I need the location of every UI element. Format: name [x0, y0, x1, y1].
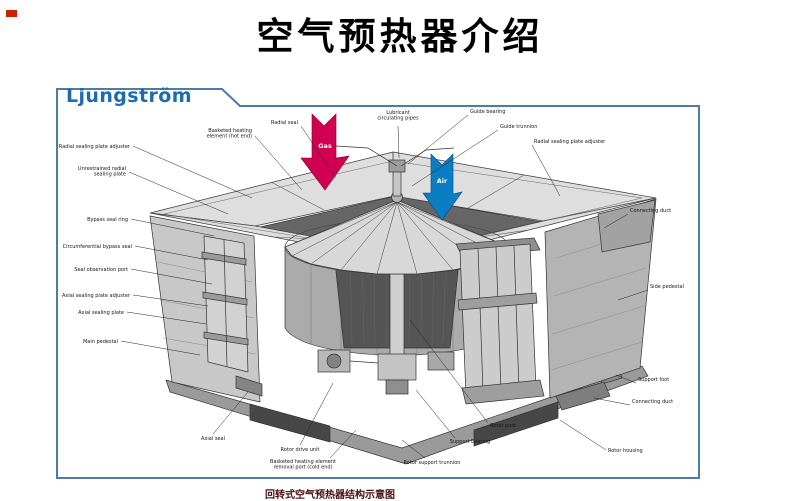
- page-title: 空气预热器介绍: [256, 15, 544, 58]
- leader-line: [401, 439, 426, 459]
- trunnion-box: [385, 379, 409, 395]
- leader-line: [615, 374, 637, 384]
- leader-line: [132, 294, 209, 307]
- leader-line: [397, 125, 400, 159]
- diagram-frame-border: [56, 88, 700, 479]
- spindle: [392, 169, 402, 197]
- part-label: Main pedestal: [83, 339, 118, 345]
- leader-line: [300, 125, 337, 179]
- part-labels-layer: Radial sealing plate adjusterUnrestraine…: [59, 109, 684, 471]
- leader-line: [531, 144, 561, 197]
- leader-line: [130, 268, 213, 285]
- gas-arrow-label: Gas: [318, 142, 332, 150]
- leader-line: [593, 397, 631, 406]
- brand-logo: Ljungström: [66, 85, 192, 107]
- part-label: Connecting duct: [630, 208, 671, 214]
- leader-line: [254, 135, 303, 191]
- part-label: Support foot: [638, 377, 669, 383]
- leader-line: [132, 145, 253, 199]
- leader-line: [603, 213, 629, 229]
- part-label: Axial seal: [201, 436, 225, 442]
- part-label: Guide bearing: [470, 109, 505, 115]
- leader-line: [130, 218, 215, 237]
- part-label: Radial sealing plate adjuster: [534, 139, 606, 145]
- machine-drawing: [149, 145, 657, 465]
- leader-line: [409, 319, 489, 424]
- leader-line: [128, 171, 229, 215]
- leader-line: [617, 289, 649, 301]
- leader-line: [212, 391, 249, 435]
- part-label: Connecting duct: [632, 399, 673, 405]
- corner-artifact: [6, 10, 17, 17]
- part-label: Bypass seal ring: [87, 217, 128, 223]
- part-label: Radial sealing plate adjuster: [59, 144, 131, 150]
- right-pedestal-foot: [461, 379, 545, 405]
- drive-gear: [326, 353, 342, 369]
- part-label: Circumferential bypass seal: [63, 244, 132, 250]
- part-label: Side pedestal: [650, 284, 684, 290]
- support-bearing-box: [377, 353, 417, 381]
- caption: 回转式空气预热器结构示意图: [265, 490, 395, 501]
- leader-line: [134, 245, 209, 261]
- air-arrow-label: Air: [437, 177, 448, 185]
- gas-arrow: Gas: [300, 113, 350, 191]
- part-label: Rotor support trunnion: [404, 460, 461, 466]
- leader-line: [299, 382, 334, 446]
- part-label: Rotor housing: [608, 448, 643, 454]
- leader-line: [415, 389, 456, 439]
- part-label: Rotor drive unit: [281, 447, 320, 453]
- air-arrow-shape: [422, 153, 463, 221]
- leader-line: [126, 311, 207, 325]
- part-label: Radial seal: [271, 120, 298, 126]
- lower-connecting-duct: [555, 381, 611, 411]
- part-label: Axial sealing plate: [78, 310, 124, 316]
- part-label: Seal observation port: [74, 267, 128, 273]
- part-label: Rotor post: [490, 423, 516, 429]
- axial-seal-detail: [235, 375, 263, 397]
- leader-line: [407, 114, 469, 165]
- part-label: Axial sealing plate adjuster: [62, 293, 131, 299]
- leader-line: [411, 129, 499, 187]
- leader-line: [329, 429, 357, 459]
- air-arrow: Air: [422, 153, 463, 221]
- duct-opening-right: [473, 401, 559, 447]
- leader-line: [120, 340, 201, 356]
- part-label: Guide trunnion: [500, 124, 537, 130]
- duct-opening-left: [249, 403, 331, 443]
- lubricant-pipe: [400, 147, 455, 167]
- gas-arrow-shape: [300, 113, 350, 191]
- upper-connecting-duct: [597, 199, 656, 253]
- right-pedestal: [459, 243, 537, 397]
- lubricant-pipe: [335, 145, 398, 167]
- part-label: Support bearing: [450, 439, 490, 445]
- leader-line: [559, 419, 607, 451]
